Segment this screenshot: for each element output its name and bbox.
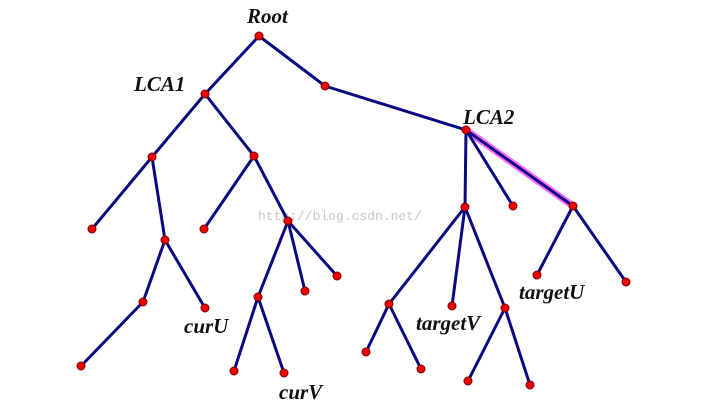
edge [450, 205, 467, 308]
edge [323, 84, 468, 132]
edge [257, 34, 327, 88]
edge [232, 295, 260, 373]
target-u-node [532, 270, 542, 280]
lca2-node [461, 125, 471, 135]
tree-node [460, 202, 470, 212]
edge [466, 306, 507, 383]
cur-u-node [200, 303, 210, 313]
root-label: Root [246, 4, 289, 28]
edge [364, 302, 391, 354]
target-v-node [447, 301, 457, 311]
target-v-label: targetV [416, 311, 482, 335]
edge [463, 205, 507, 310]
lca1-node [200, 89, 210, 99]
edge [79, 300, 145, 368]
target-u-label: targetU [519, 280, 586, 304]
edge [286, 219, 339, 278]
edge [571, 204, 628, 284]
tree-node [361, 347, 371, 357]
tree-node [199, 224, 209, 234]
tree-node [253, 292, 263, 302]
edge [286, 219, 307, 293]
cur-v-node [279, 368, 289, 378]
edge [463, 128, 468, 209]
tree-node [500, 303, 510, 313]
root-node [254, 31, 264, 41]
cur-u-label: curU [184, 314, 230, 338]
edge [141, 238, 167, 304]
nodes [76, 31, 631, 390]
tree-node [416, 364, 426, 374]
highlighted-edge-core [464, 128, 575, 208]
tree-node [229, 366, 239, 376]
tree-node [160, 235, 170, 245]
edge [387, 205, 467, 306]
tree-node [76, 361, 86, 371]
tree-node [508, 201, 518, 211]
edge [203, 34, 261, 96]
tree-node [568, 201, 578, 211]
edge [252, 154, 290, 223]
tree-node [525, 380, 535, 390]
edge [535, 204, 575, 277]
edges [79, 34, 628, 387]
lca2-label: LCA2 [462, 105, 515, 129]
edge [150, 92, 207, 159]
edge [256, 295, 286, 375]
tree-node [283, 216, 293, 226]
tree-node [384, 299, 394, 309]
tree-node [87, 224, 97, 234]
edge [202, 154, 256, 231]
tree-node [147, 152, 157, 162]
tree-node [332, 271, 342, 281]
edge [464, 128, 515, 208]
labels: Root LCA1 LCA2 curU curV targetU targetV [133, 4, 586, 404]
tree-node [463, 376, 473, 386]
edge [503, 306, 532, 387]
tree-node [138, 297, 148, 307]
watermark: http://blog.csdn.net/ [258, 209, 422, 224]
edge [387, 302, 423, 371]
tree-node [320, 81, 330, 91]
tree-node [300, 286, 310, 296]
lca1-label: LCA1 [133, 72, 185, 96]
edge [256, 219, 290, 299]
edge [203, 92, 256, 158]
edge [90, 155, 154, 231]
edge [150, 155, 167, 242]
tree-node [249, 151, 259, 161]
tree-node [621, 277, 631, 287]
edge [163, 238, 207, 310]
cur-v-label: curV [279, 380, 324, 404]
